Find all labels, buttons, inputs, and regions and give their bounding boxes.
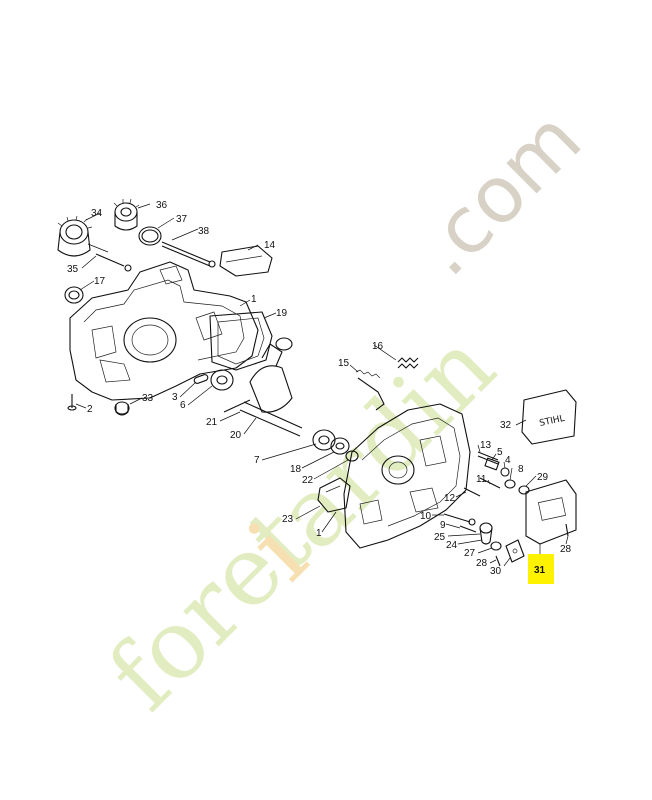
callout-29[interactable]: 29 <box>537 472 549 483</box>
screw-12-part <box>463 487 481 497</box>
screw-9-part <box>459 525 477 533</box>
callout-37[interactable]: 37 <box>176 214 188 225</box>
bushing-24-25-part <box>479 522 493 545</box>
callout-7[interactable]: 7 <box>254 455 260 466</box>
cover-32-part: STIHL <box>521 389 577 445</box>
bracket-30-part <box>505 539 525 563</box>
callout-32[interactable]: 32 <box>500 420 512 431</box>
watermark-text-dotcom: .com <box>400 94 599 293</box>
nut-4-part <box>500 467 510 477</box>
callout-20[interactable]: 20 <box>230 430 242 441</box>
callout-16[interactable]: 16 <box>372 341 384 352</box>
callout-5[interactable]: 5 <box>497 447 503 458</box>
bolt-5-part <box>484 457 500 471</box>
worm-gear-part <box>113 198 140 231</box>
washer-29-part <box>518 485 530 495</box>
small-screw-part <box>95 253 132 272</box>
callout-31-highlighted[interactable]: 31 <box>534 565 546 576</box>
washer-27-part <box>490 541 502 551</box>
callout-28-right[interactable]: 28 <box>560 544 572 555</box>
callout-2[interactable]: 2 <box>87 404 93 415</box>
dowel-pin-part <box>193 374 209 384</box>
callout-34[interactable]: 34 <box>91 208 103 219</box>
spring-16-part <box>397 357 419 369</box>
callout-24[interactable]: 24 <box>446 540 458 551</box>
callout-28-lower[interactable]: 28 <box>476 558 488 569</box>
crankshaft-part <box>223 337 303 437</box>
callout-12[interactable]: 12 <box>444 493 456 504</box>
pin-rod-part <box>161 241 216 268</box>
lever-15-part <box>355 369 385 411</box>
callout-36[interactable]: 36 <box>156 200 168 211</box>
callout-11[interactable]: 11 <box>476 474 487 485</box>
callout-38[interactable]: 38 <box>198 226 210 237</box>
callout-18[interactable]: 18 <box>290 464 302 475</box>
seal-18-part <box>330 437 350 455</box>
highlight-box-31 <box>528 554 554 584</box>
o-ring-part <box>138 226 162 246</box>
screw-28a-part <box>495 555 501 567</box>
callout-17[interactable]: 17 <box>94 276 106 287</box>
watermark-text-ardin: ardin <box>255 310 516 571</box>
callout-14[interactable]: 14 <box>264 240 276 251</box>
callout-15[interactable]: 15 <box>338 358 350 369</box>
screw-10-part <box>443 513 476 526</box>
crankcase-left-part <box>69 261 259 401</box>
part-drawings: STIHL <box>57 198 577 567</box>
callout-9[interactable]: 9 <box>440 520 446 531</box>
callout-21[interactable]: 21 <box>206 417 218 428</box>
oil-pump-gear-part <box>57 215 109 257</box>
gasket-part <box>209 311 273 371</box>
callout-22[interactable]: 22 <box>302 475 314 486</box>
bearing-7-part <box>312 429 336 451</box>
callout-25[interactable]: 25 <box>434 532 446 543</box>
callout-33[interactable]: 33 <box>142 393 154 404</box>
callout-labels: 34 36 37 38 14 35 17 1 19 16 15 2 33 3 6… <box>67 200 572 577</box>
callout-13[interactable]: 13 <box>480 440 492 451</box>
callout-3[interactable]: 3 <box>172 392 178 403</box>
callout-4[interactable]: 4 <box>505 455 511 466</box>
callout-1-left[interactable]: 1 <box>251 294 257 305</box>
shield-plate-part <box>219 245 273 277</box>
callout-1-right[interactable]: 1 <box>316 528 322 539</box>
screw-2-part <box>67 394 77 411</box>
callout-35[interactable]: 35 <box>67 264 79 275</box>
svg-text:STIHL: STIHL <box>539 414 566 429</box>
stud-13-part <box>477 451 499 465</box>
bracket-23-part <box>317 477 351 513</box>
oil-seal-part <box>64 286 84 304</box>
callout-10[interactable]: 10 <box>420 511 432 522</box>
washer-8-part <box>504 479 516 489</box>
callout-30[interactable]: 30 <box>490 566 502 577</box>
callout-27[interactable]: 27 <box>464 548 476 559</box>
chain-cover-31-part <box>525 479 577 545</box>
bearing-6-part <box>210 369 234 391</box>
callout-8[interactable]: 8 <box>518 464 524 475</box>
callout-23[interactable]: 23 <box>282 514 294 525</box>
callout-6[interactable]: 6 <box>180 400 186 411</box>
screw-28b-part <box>565 523 569 537</box>
plug-part <box>114 401 130 416</box>
ring-22-part <box>345 450 359 462</box>
leader-lines <box>75 203 569 567</box>
crankcase-right-part <box>343 403 471 549</box>
pin-11-part <box>479 477 501 489</box>
watermark: foret i ardin .com <box>87 94 599 731</box>
callout-19[interactable]: 19 <box>276 308 288 319</box>
